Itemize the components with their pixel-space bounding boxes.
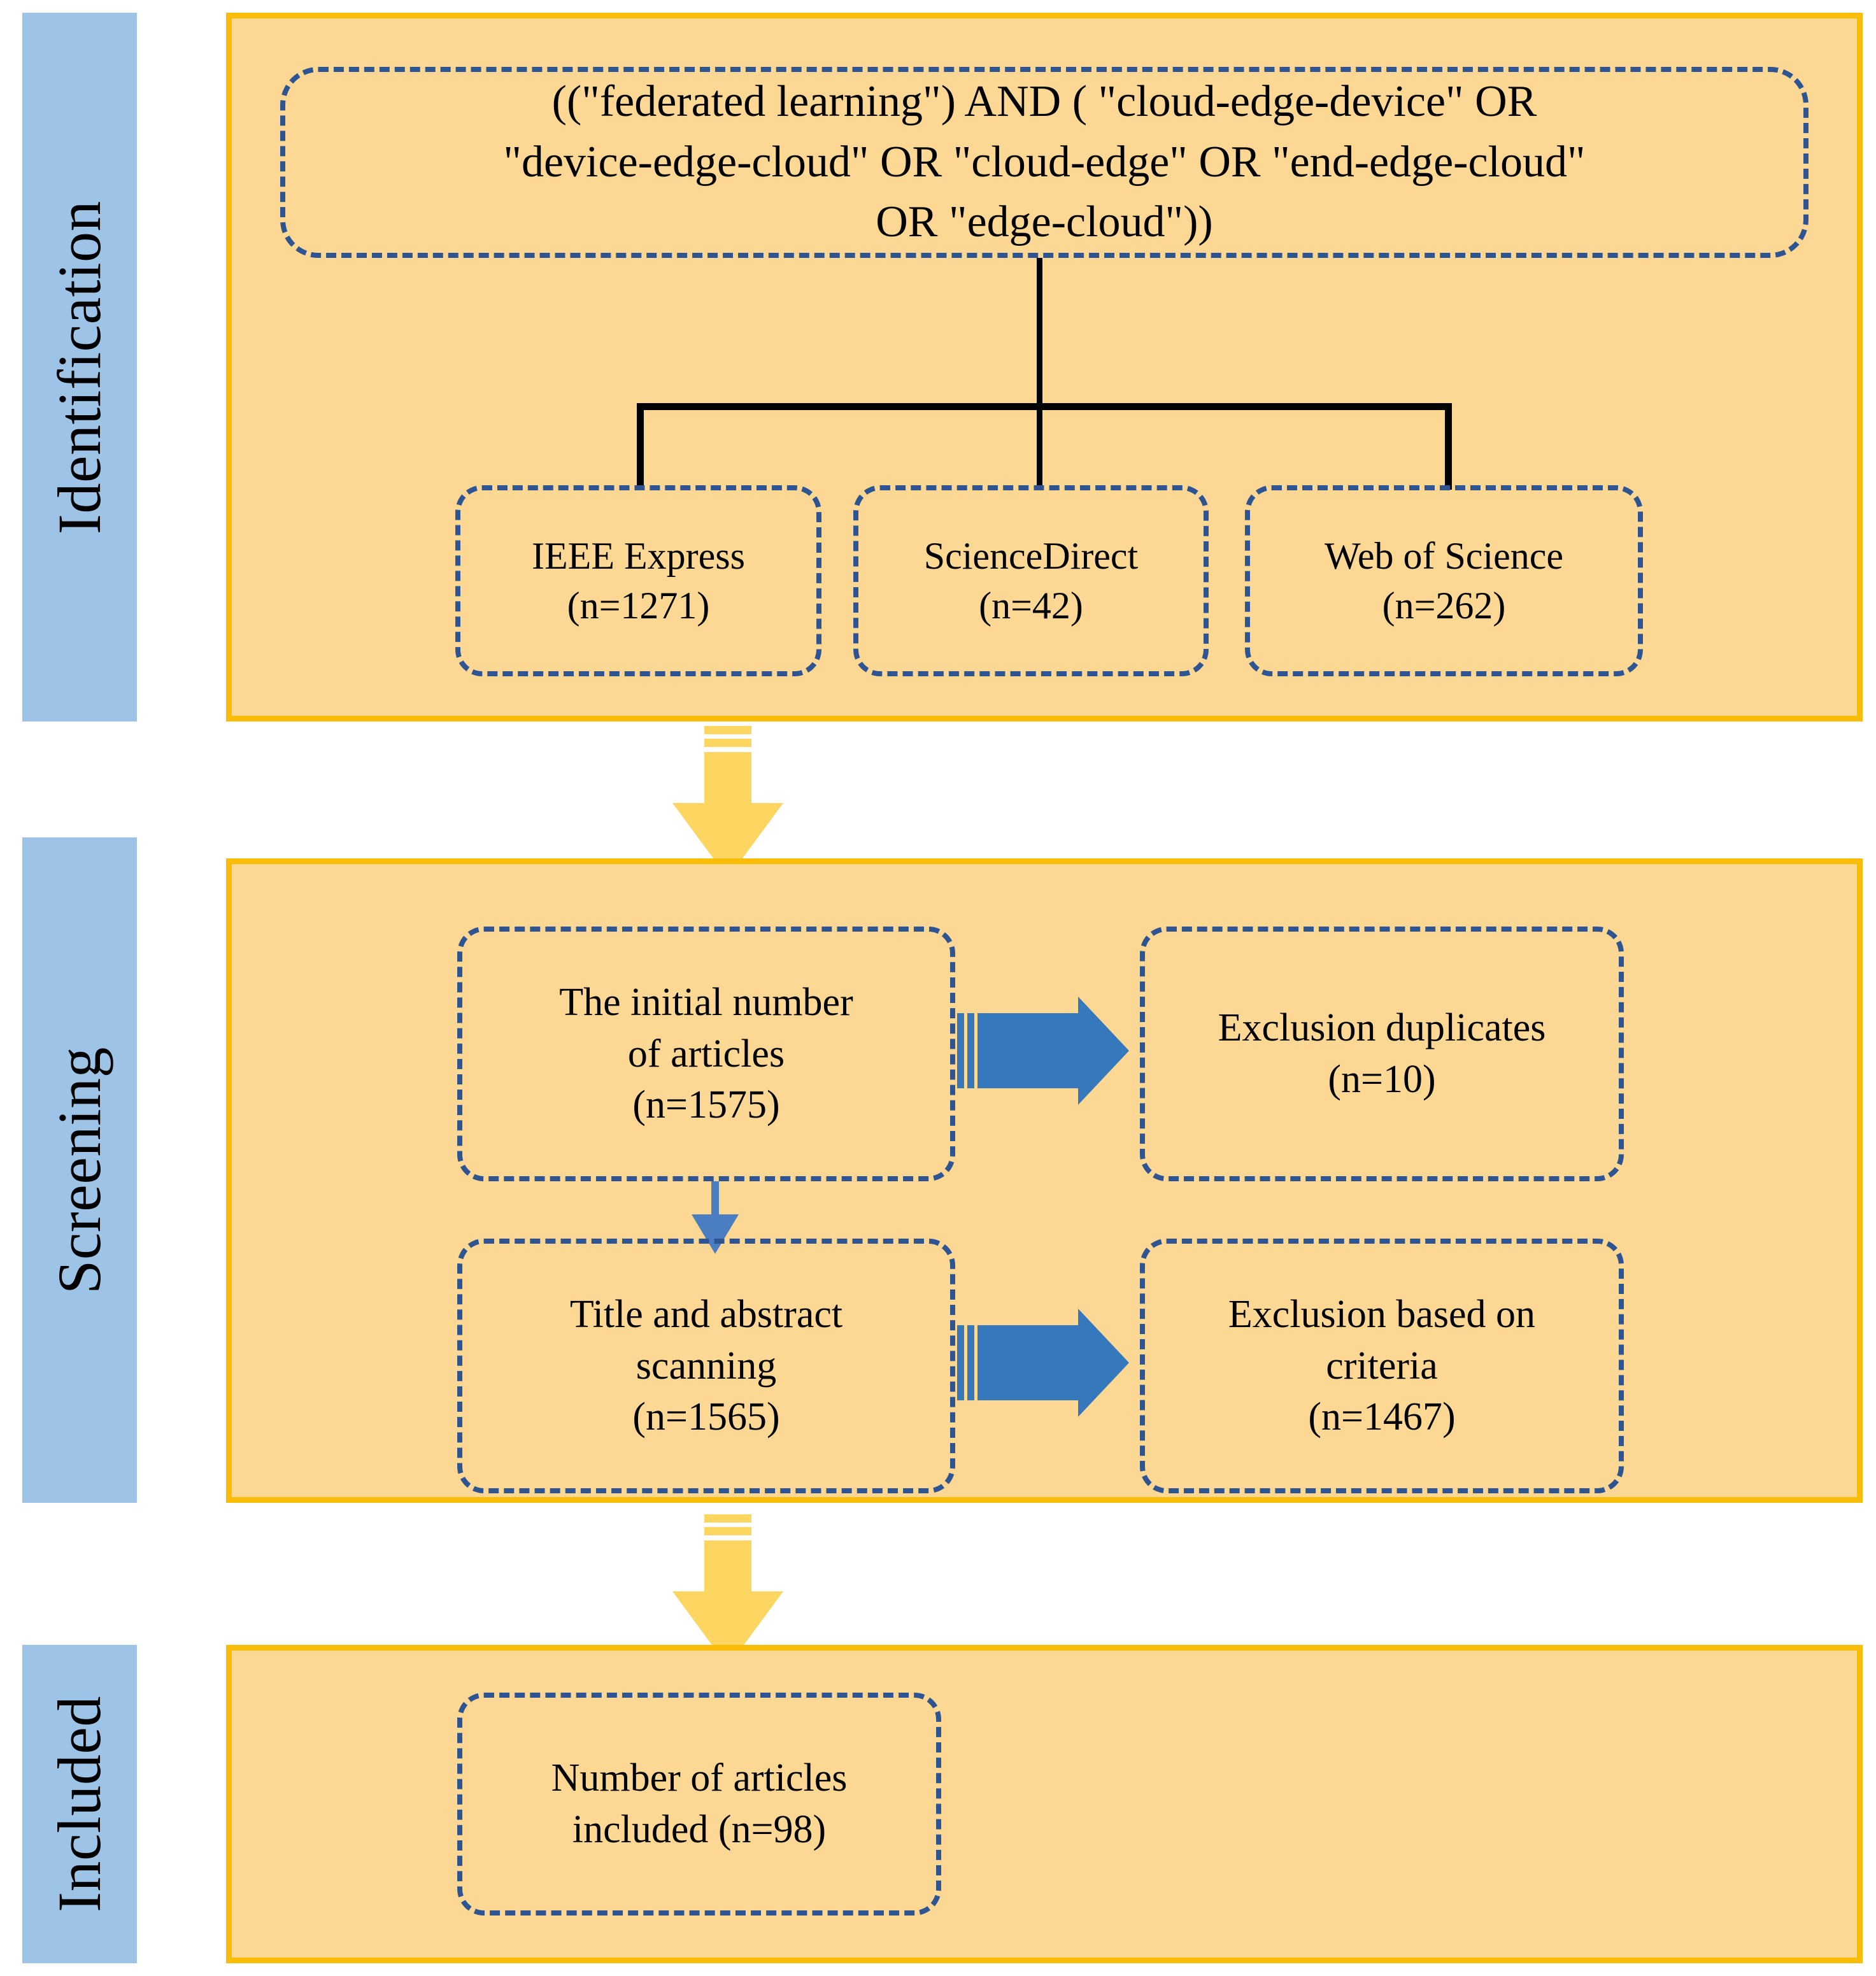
stage-label-screening: Screening [45,1046,114,1294]
initial-number-count: (n=1575) [632,1083,780,1127]
source-name-ieee-express: IEEE Express [532,535,745,577]
stage-chip-identification: Identification [22,13,137,721]
screening-box-exclusion-criteria: Exclusion based on criteria (n=1467) [1140,1239,1624,1493]
blue-arrow-tail-2 [967,1325,974,1400]
query-line-3: OR "edge-cloud")) [876,197,1213,247]
search-query-box: (("federated learning") AND ( "cloud-edg… [280,67,1808,258]
title-scan-line-1: Title and abstract [569,1293,843,1337]
exclusion-criteria-line-1: Exclusion based on [1228,1293,1536,1337]
source-name-web-of-science: Web of Science [1325,535,1563,577]
screening-box-title-abstract-scanning: Title and abstract scanning (n=1565) [457,1239,955,1493]
source-box-web-of-science: Web of Science (n=262) [1245,485,1643,676]
tree-horizontal-bar [637,403,1452,410]
exclusion-arrow-criteria [957,1302,1129,1430]
thin-arrow-head-down-icon [692,1214,739,1254]
blue-arrow-tail-2 [967,1013,974,1088]
arrow-shaft-segment-2 [704,1527,751,1535]
exclusion-arrow-duplicates [957,990,1129,1118]
tree-branch-left [637,403,644,490]
exclusion-duplicates-count: (n=10) [1328,1058,1436,1101]
stage-label-included: Included [45,1696,114,1912]
included-line-1: Number of articles [551,1756,848,1800]
source-count-ieee-express: (n=1271) [567,585,710,627]
source-box-sciencedirect: ScienceDirect (n=42) [853,485,1209,676]
screening-box-exclusion-duplicates: Exclusion duplicates (n=10) [1140,927,1624,1181]
blue-arrow-tail-1 [957,1325,964,1400]
blue-arrow-tail-1 [957,1013,964,1088]
panel-included [226,1645,1863,1963]
panel-identification [226,13,1863,721]
query-line-2: "device-edge-cloud" OR "cloud-edge" OR "… [503,137,1586,187]
source-count-web-of-science: (n=262) [1382,585,1506,627]
exclusion-criteria-line-2: criteria [1326,1344,1438,1388]
included-line-2: included (n=98) [572,1808,827,1851]
flow-arrow-screening-to-included [662,1514,802,1667]
blue-arrow-body [977,1325,1078,1400]
title-scan-line-2: scanning [636,1344,777,1388]
arrow-shaft-segment-1 [704,726,751,734]
blue-arrow-body [977,1013,1078,1088]
stage-chip-screening: Screening [22,837,137,1503]
initial-number-line-1: The initial number [559,981,853,1025]
source-count-sciencedirect: (n=42) [979,585,1083,627]
stage-label-identification: Identification [45,200,113,534]
initial-number-line-2: of articles [627,1032,785,1076]
stage-chip-included: Included [22,1645,137,1963]
source-name-sciencedirect: ScienceDirect [923,535,1139,577]
arrow-shaft-segment-1 [704,1514,751,1523]
blue-arrow-head-right-icon [1078,1309,1129,1417]
arrow-shaft-segment-3 [704,1540,751,1593]
tree-branch-right [1445,403,1452,490]
blue-arrow-head-right-icon [1078,997,1129,1105]
exclusion-duplicates-line-1: Exclusion duplicates [1218,1006,1546,1050]
exclusion-criteria-count: (n=1467) [1308,1395,1456,1439]
thin-arrow-stem [711,1181,719,1217]
flow-arrow-initial-to-title-scan [692,1181,751,1254]
tree-branch-center [1037,403,1042,490]
arrow-shaft-segment-2 [704,739,751,747]
title-scan-count: (n=1565) [632,1395,780,1439]
screening-box-initial-number: The initial number of articles (n=1575) [457,927,955,1181]
tree-trunk-vertical [1037,258,1042,408]
query-line-1: (("federated learning") AND ( "cloud-edg… [551,77,1537,127]
arrow-shaft-segment-3 [704,752,751,805]
source-box-ieee-express: IEEE Express (n=1271) [455,485,821,676]
included-box-articles: Number of articles included (n=98) [457,1693,941,1916]
flow-arrow-identification-to-screening [662,726,802,878]
